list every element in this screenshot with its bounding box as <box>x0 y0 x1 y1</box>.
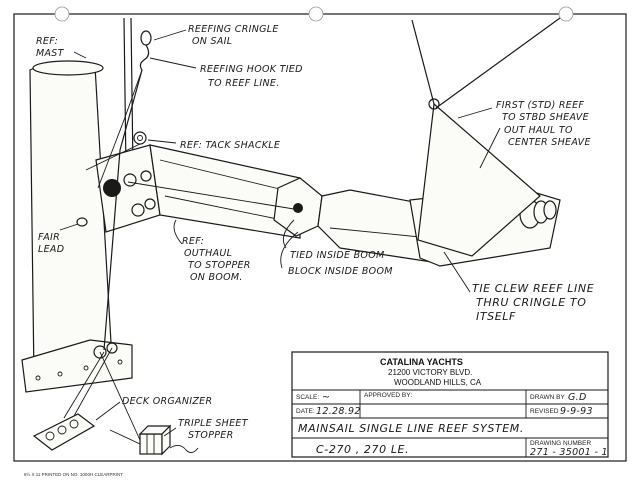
label-deck-organizer: DECK ORGANIZER <box>122 396 212 407</box>
label-ref-mast-1: REF: <box>36 36 58 47</box>
label-outhaul-3: TO STOPPER <box>188 260 251 271</box>
label-outhaul-2: OUTHAUL <box>184 248 232 259</box>
label-first-reef-1: FIRST (STD) REEF <box>496 100 584 111</box>
label-fair-lead-1: FAIR <box>38 232 60 243</box>
label-fair-lead-2: LEAD <box>38 244 64 255</box>
binder-hole-center <box>308 6 324 22</box>
approved-label: APPROVED BY: <box>364 392 412 399</box>
date-value: 12.28.92 <box>316 406 361 417</box>
label-triple-sheet-1: TRIPLE SHEET <box>178 418 249 429</box>
label-block-inside-boom: BLOCK INSIDE BOOM <box>288 266 393 277</box>
drawing-number: 271 - 35001 - 1 <box>530 447 608 458</box>
drawing-number-label: DRAWING NUMBER <box>530 440 591 447</box>
label-tie-clew-1: TIE CLEW REEF LINE <box>472 282 594 295</box>
label-tied-inside-boom: TIED INSIDE BOOM <box>290 250 385 261</box>
label-out-haul-2: CENTER SHEAVE <box>508 137 591 148</box>
binder-hole-right <box>558 6 574 22</box>
label-tie-clew-3: ITSELF <box>476 310 516 323</box>
drawing-title: MAINSAIL SINGLE LINE REEF SYSTEM. <box>298 422 524 435</box>
rigging-lines <box>63 17 561 441</box>
revised-value: 9-9-93 <box>560 406 593 417</box>
label-triple-sheet-2: STOPPER <box>188 430 233 441</box>
scale-value: ~ <box>322 392 330 403</box>
label-tie-clew-2: THRU CRINGLE TO <box>476 296 586 309</box>
label-outhaul-1: REF: <box>182 236 204 247</box>
label-reefing-cringle-1: REEFING CRINGLE <box>188 24 279 35</box>
company-address-2: WOODLAND HILLS, CA <box>394 378 482 387</box>
paper-footer: 8½ X 11 PRINTED ON NO. 1000H CLEARPRINT <box>24 471 123 477</box>
title-block <box>291 351 609 458</box>
label-reefing-hook-2: TO REEF LINE. <box>208 78 280 89</box>
label-out-haul-1: OUT HAUL TO <box>504 125 573 136</box>
label-tack-shackle: REF: TACK SHACKLE <box>180 140 280 151</box>
leader-lines <box>59 29 501 437</box>
company-address-1: 21200 VICTORY BLVD. <box>388 368 472 377</box>
drawn-by-value: G.D <box>568 392 587 403</box>
model-number: C-270 , 270 LE. <box>316 443 409 456</box>
boom <box>95 102 561 267</box>
mast <box>21 17 134 393</box>
revised-label: REVISED <box>530 408 559 415</box>
scale-label: SCALE: <box>296 394 319 401</box>
label-reefing-hook-1: REEFING HOOK TIED <box>200 64 303 75</box>
label-outhaul-4: ON BOOM. <box>190 272 243 283</box>
company-name: CATALINA YACHTS <box>380 357 463 367</box>
binder-hole-left <box>54 6 70 22</box>
drawn-by-label: DRAWN BY <box>530 394 565 401</box>
date-label: DATE: <box>296 408 315 415</box>
label-first-reef-2: TO STBD SHEAVE <box>502 112 589 123</box>
label-reefing-cringle-2: ON SAIL <box>192 36 232 47</box>
deck-organizer <box>32 413 96 451</box>
label-ref-mast-2: MAST <box>36 48 65 59</box>
